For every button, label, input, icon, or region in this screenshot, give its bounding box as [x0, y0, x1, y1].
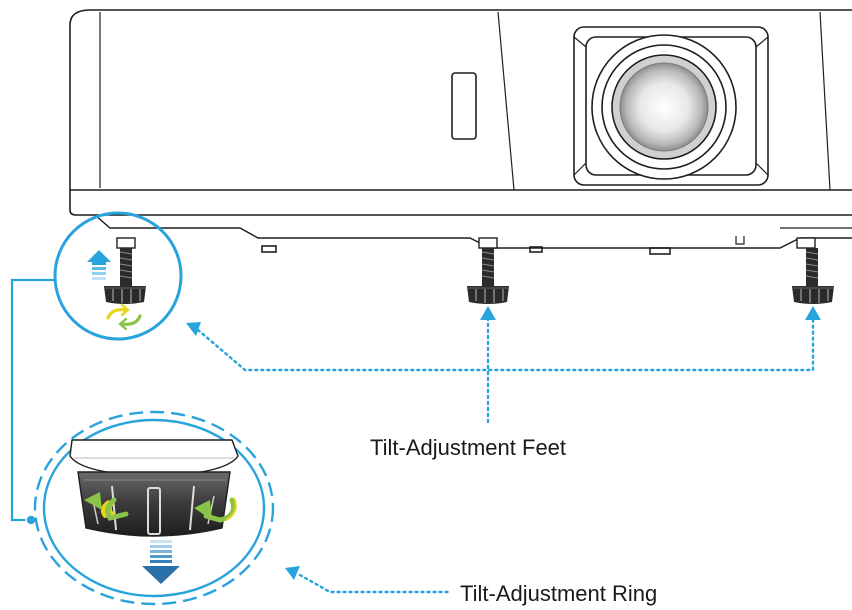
middle-foot [467, 237, 509, 304]
curved-right-arrow-icon [194, 497, 237, 523]
right-foot [792, 237, 834, 304]
ring-foot-detail [69, 439, 239, 537]
left-foot [104, 237, 146, 304]
ring-detail-circle [33, 410, 275, 606]
rotate-icon [106, 303, 142, 331]
status-window [451, 72, 477, 140]
detail-connector [10, 278, 55, 522]
callout-arrowheads [186, 306, 821, 336]
feet-callout-lines [196, 316, 815, 424]
ring-callout-line [298, 573, 452, 594]
curved-left-arrow-icon [84, 492, 129, 521]
lens [591, 34, 737, 180]
down-arrow-icon [142, 540, 180, 584]
magnifier-circle [53, 211, 183, 341]
tilt-adjustment-feet-label: Tilt-Adjustment Feet [370, 435, 567, 460]
tilt-adjustment-ring-label: Tilt-Adjustment Ring [460, 581, 658, 606]
ring-callout-arrowhead [285, 566, 300, 580]
up-arrow-icon [87, 250, 111, 280]
projector-body [69, 9, 852, 255]
